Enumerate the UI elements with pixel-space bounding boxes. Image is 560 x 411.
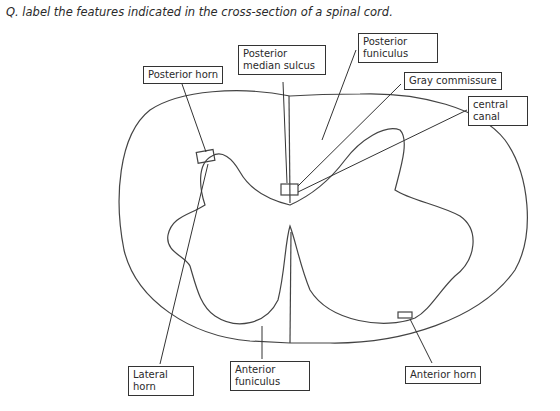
leader-line [298, 110, 467, 192]
label-box: Anterior horn [405, 366, 481, 384]
label-box: central canal [468, 96, 528, 126]
label-text: Anterior funiculus [235, 364, 305, 388]
label-text: Anterior horn [410, 369, 476, 381]
label-box: Posterior horn [143, 66, 223, 84]
label-text: Posterior median sulcus [243, 48, 321, 72]
label-text: Posterior horn [148, 69, 218, 81]
label-box: Posterior funiculus [358, 33, 438, 63]
leader-line [322, 50, 356, 140]
marker-box [281, 184, 298, 195]
marker-box [398, 312, 412, 318]
label-box: Anterior funiculus [230, 361, 310, 391]
anterior-median-fissure-line [290, 232, 291, 343]
label-box: Posterior median sulcus [238, 45, 326, 75]
question-title: Q. label the features indicated in the c… [6, 5, 393, 19]
posterior-median-sulcus-line [289, 96, 290, 203]
label-text: central canal [473, 99, 523, 123]
leader-line [160, 164, 208, 364]
label-text: Posterior funiculus [363, 36, 433, 60]
label-box: Gray commissure [404, 72, 502, 90]
gray-matter-outline [168, 129, 473, 324]
leader-line [283, 82, 287, 183]
leader-line [262, 326, 263, 359]
label-box: Lateral horn [128, 366, 194, 396]
leader-line [182, 84, 206, 152]
leader-line [298, 84, 401, 186]
leader-line [410, 319, 432, 363]
label-text: Gray commissure [409, 75, 497, 87]
white-matter-outline [119, 91, 527, 343]
label-text: Lateral horn [133, 369, 189, 393]
